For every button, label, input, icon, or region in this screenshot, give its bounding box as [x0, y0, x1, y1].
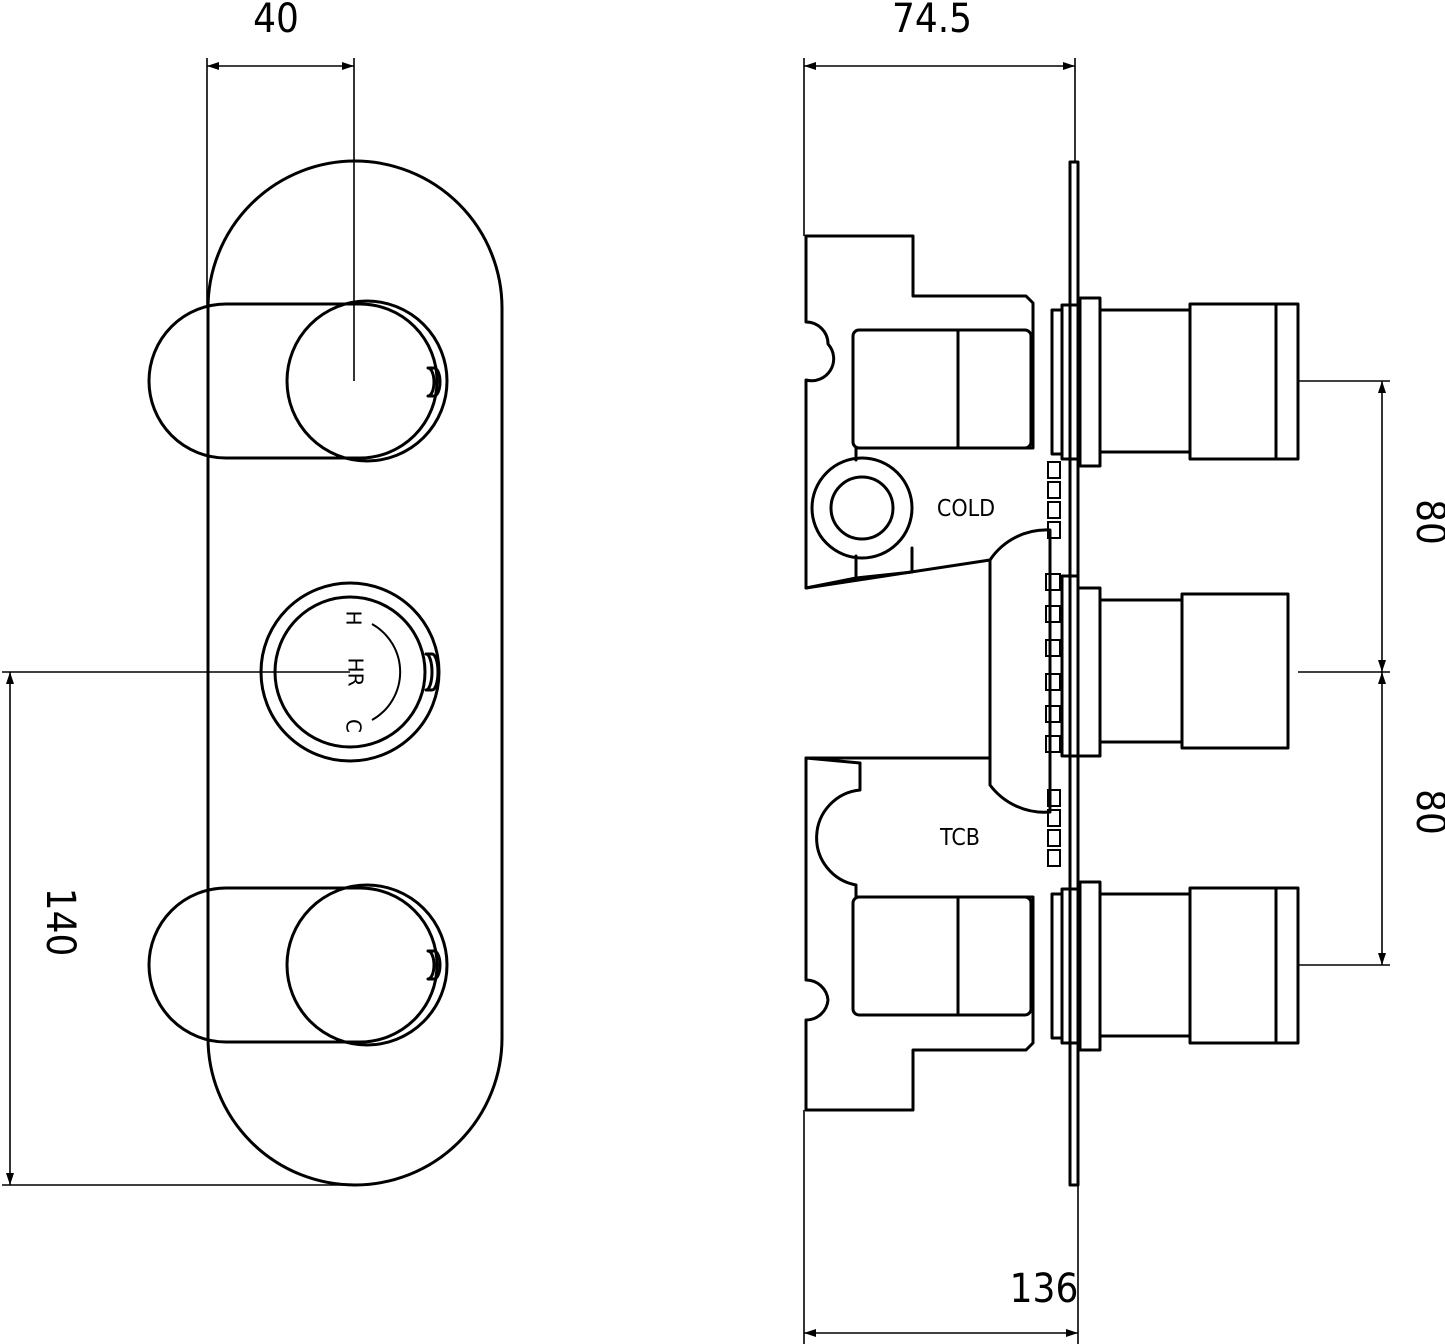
- lower-cartridge-block: [851, 895, 1033, 1017]
- tcb-label: TCB: [939, 825, 980, 851]
- bottom-handle-indicator: [426, 949, 442, 981]
- bottom-handle-base: [285, 883, 449, 1047]
- top-lever: [147, 302, 439, 460]
- thermostat-arc: [371, 623, 402, 721]
- dimension-handle-spacing: 80 80: [1298, 380, 1445, 966]
- dimension-side-total: 136: [803, 1110, 1079, 1344]
- dimension-side-total-label: 136: [1010, 1266, 1079, 1312]
- top-handle-indicator: [426, 366, 442, 398]
- bottom-handle: [147, 883, 449, 1047]
- valve-body: [804, 234, 1035, 1112]
- dimension-side-depth-label: 74.5: [892, 0, 972, 42]
- dimension-front-height-label: 140: [37, 888, 83, 957]
- dimension-spacing-upper-label: 80: [1407, 499, 1445, 545]
- washer-stack-upper: [1047, 461, 1061, 539]
- dimension-front-height: 140: [2, 671, 355, 1186]
- thermostat-hot-mark: H: [342, 610, 366, 625]
- thermostat-indicator: [424, 652, 440, 692]
- dimension-front-width: 40: [206, 0, 355, 381]
- dimension-spacing-lower-label: 80: [1407, 789, 1445, 835]
- thermostat-dome: [988, 528, 1052, 814]
- front-view: H HR C 40 140: [2, 0, 504, 1187]
- top-handle: [147, 299, 449, 463]
- cold-label: COLD: [937, 496, 995, 522]
- thermostat-cold-mark: C: [342, 719, 366, 733]
- dimension-side-depth: 74.5: [803, 0, 1076, 236]
- upper-cartridge-block: [851, 328, 1033, 450]
- cold-inlet: [810, 456, 914, 560]
- thermostat-body: [804, 558, 992, 760]
- upper-handle-profile: [1050, 296, 1300, 468]
- bottom-lever: [147, 886, 439, 1044]
- washer-stack-lower: [1047, 789, 1061, 867]
- faceplate: [206, 159, 504, 1187]
- side-view: COLD TCB: [803, 0, 1445, 1344]
- lower-handle-profile: [1050, 880, 1300, 1052]
- washer-stack-middle: [1045, 573, 1061, 753]
- middle-handle-profile: [1060, 574, 1290, 758]
- dimension-front-width-label: 40: [253, 0, 299, 42]
- top-handle-base: [285, 299, 449, 463]
